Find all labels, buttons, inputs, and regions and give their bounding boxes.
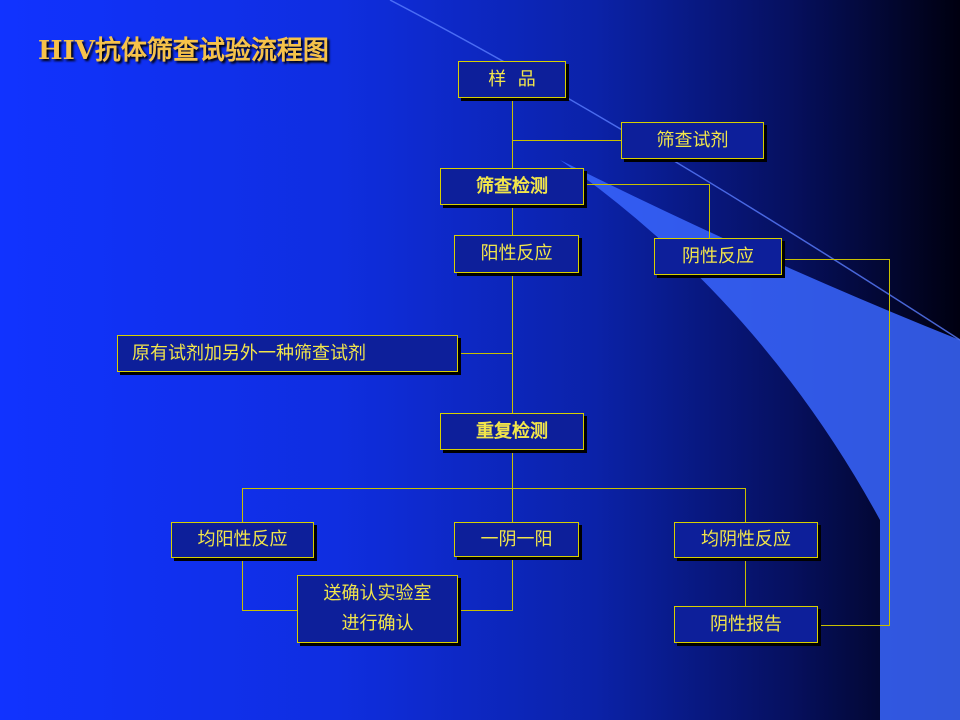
confirm-lab-line2: 进行确认 xyxy=(341,613,414,634)
node-both-negative: 均阴性反应 xyxy=(674,522,818,558)
connector xyxy=(242,558,243,611)
connector xyxy=(512,98,513,168)
node-confirm-lab: 送确认实验室 进行确认 xyxy=(297,575,458,643)
connector xyxy=(818,625,890,626)
connector xyxy=(512,557,513,611)
node-negative-report: 阴性报告 xyxy=(674,606,818,643)
node-negative-reaction: 阴性反应 xyxy=(654,238,782,275)
node-both-positive: 均阳性反应 xyxy=(171,522,314,558)
node-added-reagent: 原有试剂加另外一种筛查试剂 xyxy=(117,335,458,372)
connector xyxy=(745,488,746,522)
node-sample: 样 品 xyxy=(458,61,566,98)
connector xyxy=(458,353,512,354)
light-sweep-band xyxy=(560,160,960,720)
connector xyxy=(512,205,513,235)
connector xyxy=(512,450,513,522)
connector xyxy=(512,140,622,141)
connector xyxy=(458,610,513,611)
connector xyxy=(242,610,298,611)
node-repeat-test: 重复检测 xyxy=(440,413,584,450)
connector xyxy=(242,488,746,489)
confirm-lab-line1: 送确认实验室 xyxy=(323,583,432,604)
node-positive-reaction: 阳性反应 xyxy=(454,235,579,273)
connector xyxy=(889,259,890,625)
node-screening-test: 筛查检测 xyxy=(440,168,584,205)
connector xyxy=(584,184,710,185)
connector xyxy=(782,259,890,260)
node-screening-reagent: 筛查试剂 xyxy=(621,122,764,159)
connector xyxy=(745,558,746,606)
page-title: HIV抗体筛查试验流程图 xyxy=(38,36,329,66)
connector xyxy=(242,488,243,522)
connector xyxy=(709,184,710,238)
node-one-negative-one-positive: 一阴一阳 xyxy=(454,522,579,557)
connector xyxy=(512,273,513,413)
